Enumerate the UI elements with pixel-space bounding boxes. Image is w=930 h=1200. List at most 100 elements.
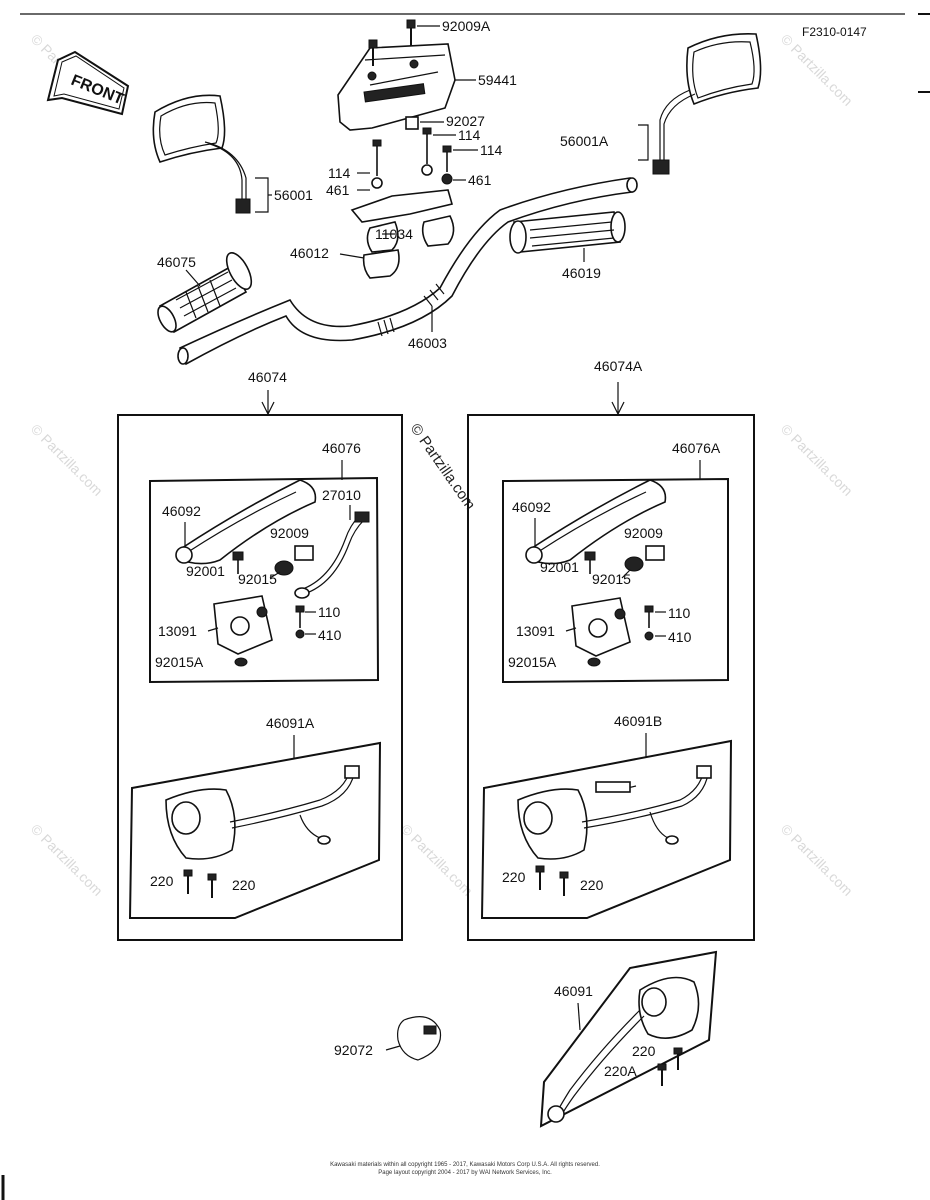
part-label-46019: 46019 [562, 265, 601, 281]
collar-92027 [405, 116, 419, 130]
watermark-text: © Partzilla.com [28, 821, 106, 899]
part-label-92009-right: 92009 [624, 525, 663, 541]
master-cylinder-right [571, 597, 631, 657]
part-label-46076A: 46076A [672, 440, 721, 456]
bolt-92001-left [232, 551, 244, 561]
part-label-56001A: 56001A [560, 133, 609, 149]
part-label-92015A-right: 92015A [508, 654, 557, 670]
part-label-27010-left: 27010 [322, 487, 361, 503]
bolt-92001-right [584, 551, 596, 561]
holder-bolts [371, 127, 453, 189]
part-label-92009A: 92009A [442, 18, 491, 34]
part-label-11034: 11034 [375, 226, 413, 242]
assembly-box-46074A [467, 414, 755, 941]
part-label-46076: 46076 [322, 440, 361, 456]
leader-line [621, 569, 631, 579]
switch-housing-right [517, 765, 712, 860]
brake-switch-left [294, 511, 370, 599]
part-label-46092-left: 46092 [162, 503, 201, 519]
part-label-92027: 92027 [446, 113, 485, 129]
leader-line [255, 177, 269, 213]
washer-92015-left [274, 560, 294, 576]
nut-92015A-right [587, 657, 601, 667]
part-label-220-left-b: 220 [232, 877, 256, 893]
part-label-92015-left: 92015 [238, 571, 277, 587]
copyright-line-2: Page layout copyright 2004 - 2017 by WAI… [378, 1170, 552, 1176]
switch-assembly-box-right [480, 739, 733, 919]
part-label-46075: 46075 [157, 254, 196, 270]
screw-220-right-a [535, 865, 545, 873]
part-label-220-left-a: 220 [150, 873, 174, 889]
nut-92015A-left [234, 657, 248, 667]
part-label-92072: 92072 [334, 1042, 373, 1058]
part-label-46091: 46091 [554, 983, 593, 999]
leader-line [185, 269, 201, 287]
screw-220-bottom [673, 1047, 683, 1055]
right-mirror [652, 32, 762, 175]
brake-lever-left [175, 479, 317, 565]
watermark-text: © Partzilla.com [778, 821, 856, 899]
part-label-220-bottom: 220 [632, 1043, 656, 1059]
part-label-46012: 46012 [290, 245, 329, 261]
part-label-46091A: 46091A [266, 715, 315, 731]
part-label-220-right-a: 220 [502, 869, 526, 885]
bolt-110-right [644, 605, 654, 613]
washer-410-left [295, 629, 305, 639]
bolt-92009-left [294, 545, 314, 561]
left-mirror [152, 94, 251, 214]
leader-line [339, 253, 365, 259]
leader-line [385, 1045, 401, 1051]
figure-code: F2310-0147 [802, 25, 867, 39]
leader-line [207, 627, 219, 632]
part-label-114-a: 114 [458, 127, 481, 143]
part-label-92001-left: 92001 [186, 563, 225, 579]
left-grip [157, 252, 253, 334]
clamp-92072 [397, 1016, 442, 1061]
part-label-110-right: 110 [668, 605, 691, 621]
part-label-59441: 59441 [478, 72, 517, 88]
part-label-114-b: 114 [480, 142, 503, 158]
switch-assembly-box-bottom [539, 950, 718, 1128]
part-label-46091B: 46091B [614, 713, 662, 729]
watermark-text: © Partzilla.com [778, 421, 856, 499]
watermark-text: © Partzilla.com [778, 31, 856, 109]
front-arrow-icon: FRONT [46, 50, 130, 116]
part-label-220-right-b: 220 [580, 877, 604, 893]
copyright-line-1: Kawasaki materials within all copyright … [330, 1162, 600, 1168]
switch-housing-left [165, 765, 360, 860]
switch-housing-bottom [547, 976, 700, 1123]
screw-220-right-b [559, 871, 569, 879]
watermark-text: © Partzilla.com [28, 421, 106, 499]
part-label-13091-right: 13091 [516, 623, 555, 639]
bolt-92009A [368, 19, 416, 66]
leader-line [269, 571, 281, 579]
part-label-13091-left: 13091 [158, 623, 197, 639]
right-grip [509, 211, 626, 254]
washer-92015-right [624, 556, 644, 572]
washer-410-right [644, 631, 654, 641]
part-label-46092-right: 46092 [512, 499, 551, 515]
part-label-110-left: 110 [318, 604, 341, 620]
switch-assembly-box-left [128, 741, 382, 919]
part-label-220A-bottom: 220A [604, 1063, 637, 1079]
part-label-92015-right: 92015 [592, 571, 631, 587]
handlebar [177, 177, 638, 366]
part-label-461-b: 461 [468, 172, 492, 188]
assembly-box-46074 [117, 414, 403, 941]
lever-assembly-box-right [502, 477, 729, 684]
assembly-label-46074A: 46074A [594, 358, 643, 374]
assembly-label-46074: 46074 [248, 369, 287, 385]
part-label-410-left: 410 [318, 627, 342, 643]
part-label-56001: 56001 [274, 187, 313, 203]
screw-220-left-a [183, 869, 193, 877]
screw-220A-bottom [657, 1063, 667, 1071]
lever-assembly-box [149, 476, 380, 684]
part-label-92009-left: 92009 [270, 525, 309, 541]
bolt-92009-right [645, 545, 665, 561]
leader-line [565, 627, 577, 632]
watermark-text: © Partzilla.com [398, 821, 476, 899]
master-cylinder-left [213, 595, 273, 655]
bolt-110-left [295, 605, 305, 613]
screw-220-left-b [207, 873, 217, 881]
part-label-92001-right: 92001 [540, 559, 579, 575]
